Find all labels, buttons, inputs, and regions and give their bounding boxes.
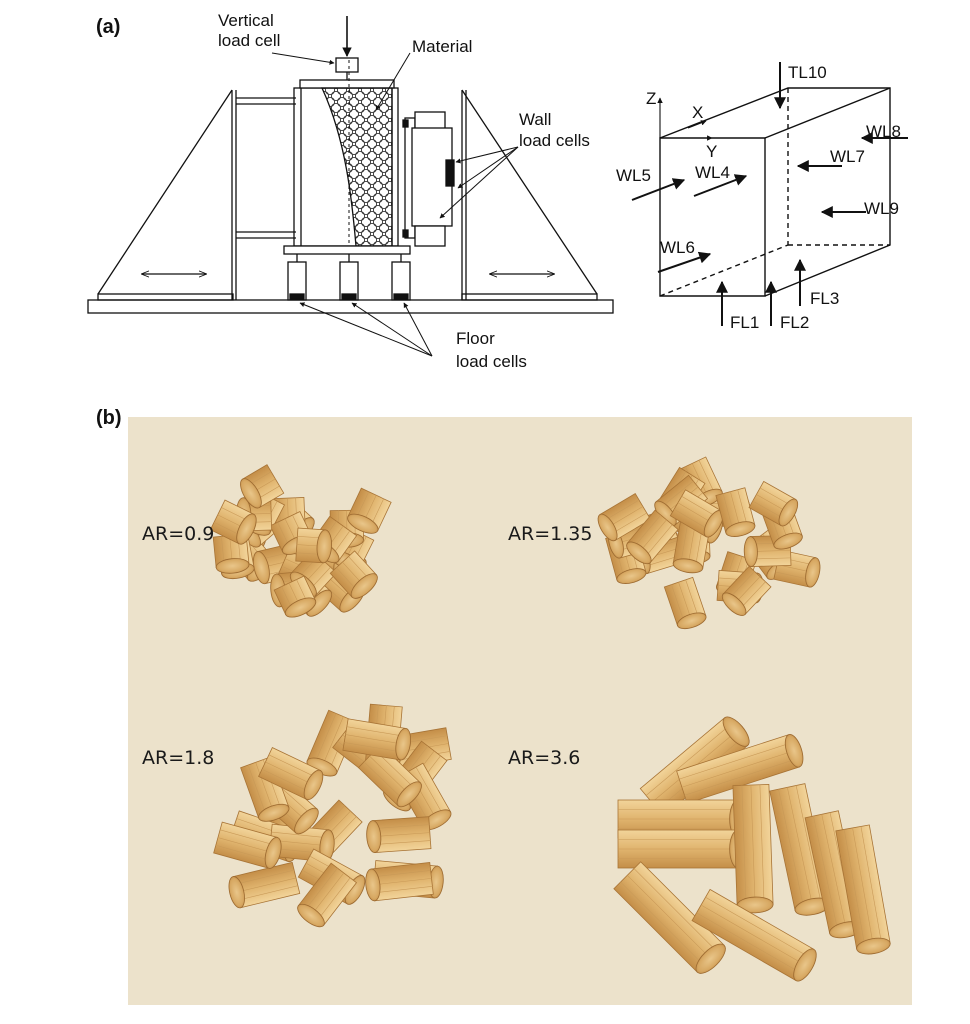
- cylinder-ar-1-35: [721, 565, 772, 616]
- cylinder-ar-3-6: [617, 829, 747, 869]
- ar-label-1-35: AR=1.35: [508, 523, 593, 545]
- cylinder-ar-1-8: [342, 718, 412, 761]
- load-cell-schematic: [631, 62, 908, 326]
- cylinder-ar-0-9: [240, 464, 285, 509]
- cylinder-ar-1-8: [240, 756, 290, 822]
- wl8-label: WL8: [866, 122, 901, 141]
- schematic-labels: Z X Y TL10 WL4 WL5 WL6 WL7 WL8 WL9 FL1 F…: [616, 63, 901, 332]
- cylinder-ar-1-35: [663, 576, 707, 630]
- wl9-label: WL9: [864, 199, 899, 218]
- cylinder-ar-1-8: [365, 862, 434, 902]
- cylinder-ar-1-35: [748, 480, 799, 527]
- cylinder-ar-1-8: [297, 862, 358, 928]
- cylinder-ar-1-8: [357, 744, 422, 808]
- cylinder-ar-1-8: [228, 861, 301, 909]
- ar-label-0-9: AR=0.9: [142, 523, 215, 545]
- cylinder-ar-0-9: [329, 550, 378, 599]
- panel-a-diagram: Vertical load cell Material Wall load ce…: [87, 11, 908, 371]
- fl3-label: FL3: [810, 289, 839, 308]
- cylinder-ar-0-9: [295, 527, 333, 564]
- cylinder-ar-1-35: [715, 487, 756, 537]
- cylinder-ar-3-6: [691, 888, 817, 982]
- vertical-load-cell-label-2: load cell: [218, 31, 280, 50]
- ar-label-3-6: AR=3.6: [508, 747, 581, 769]
- ar-label-1-8: AR=1.8: [142, 747, 215, 769]
- panel-a-label: (a): [96, 16, 121, 38]
- rig-labels: Vertical load cell Material Wall load ce…: [218, 11, 590, 371]
- test-rig-drawing: [87, 16, 614, 357]
- cylinder-ar-1-8: [366, 816, 432, 853]
- axis-y-label: Y: [706, 142, 717, 161]
- particles-photo: AR=0.9 AR=1.35 AR=1.8 AR=3.6: [128, 417, 912, 1005]
- cylinder-ar-1-8: [213, 821, 282, 869]
- cylinder-ar-3-6: [769, 783, 831, 916]
- axis-x-label: X: [692, 103, 703, 122]
- tl10-label: TL10: [788, 63, 827, 82]
- cylinder-ar-1-35: [597, 493, 652, 542]
- cylinder-ar-3-6: [732, 783, 774, 914]
- wl4-label: WL4: [695, 163, 730, 182]
- material-label: Material: [412, 37, 472, 56]
- vertical-load-cell-label-1: Vertical: [218, 11, 274, 30]
- cylinder-ar-0-9: [273, 575, 317, 618]
- cylinder-ar-1-8: [258, 747, 324, 801]
- wl6-label: WL6: [660, 238, 695, 257]
- wl5-label: WL5: [616, 166, 651, 185]
- fl2-label: FL2: [780, 313, 809, 332]
- wall-load-cells-label-2: load cells: [519, 131, 590, 150]
- wall-load-cells-label-1: Wall: [519, 110, 551, 129]
- fl1-label: FL1: [730, 313, 759, 332]
- cylinder-ar-1-35: [626, 509, 679, 565]
- cylinder-ar-1-35: [669, 489, 724, 538]
- cylinder-ar-0-9: [209, 499, 257, 545]
- cylinder-ar-1-8: [306, 709, 359, 777]
- cylinder-ar-3-6: [835, 824, 891, 955]
- cylinder-ar-3-6: [613, 861, 726, 974]
- cylinder-ar-0-9: [252, 544, 293, 585]
- floor-load-cells-label-1: Floor: [456, 329, 495, 348]
- floor-load-cells-label-2: load cells: [456, 352, 527, 371]
- panel-b-label: (b): [96, 407, 122, 429]
- wooden-cylinders-illustration: [209, 456, 891, 982]
- axis-z-label: Z: [646, 89, 656, 108]
- wl7-label: WL7: [830, 147, 865, 166]
- cylinder-ar-0-9: [347, 487, 392, 534]
